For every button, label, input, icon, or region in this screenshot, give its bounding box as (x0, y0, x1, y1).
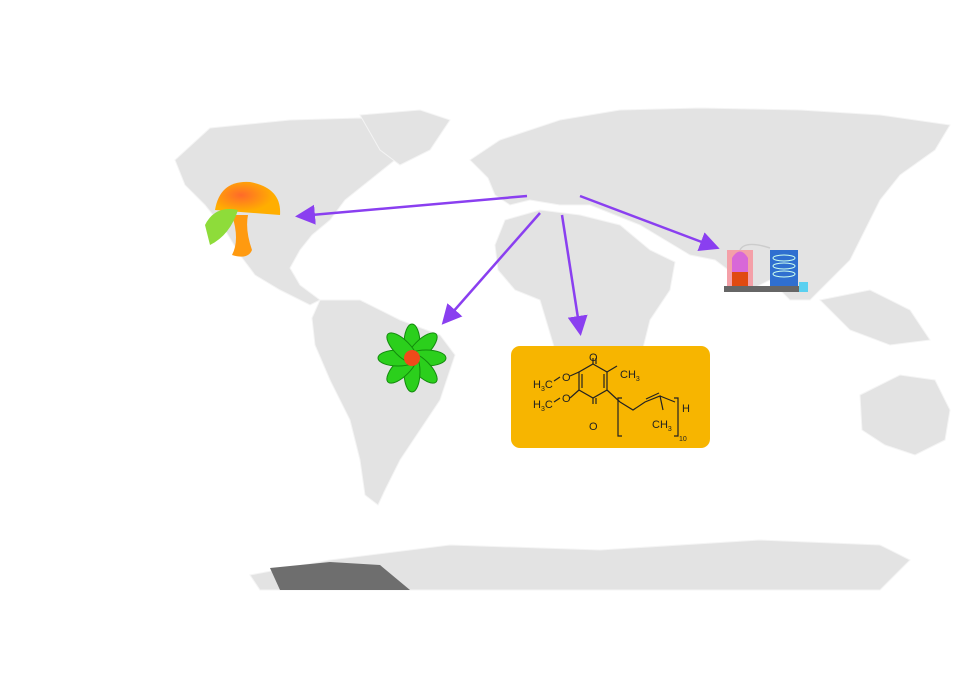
antarctica-highlight (270, 562, 410, 590)
terminal-h: H (682, 403, 690, 415)
arrow-to-north-america (295, 194, 528, 225)
greenland (359, 109, 451, 166)
oxygen-top-label: O (589, 352, 598, 364)
methyl-top: CH3 (620, 369, 640, 383)
arrow-to-molecule (560, 214, 588, 336)
methoxy-oxygen-1: O (562, 372, 571, 384)
oxygen-bottom-label: O (589, 421, 598, 433)
arrow-to-south-america (441, 212, 541, 325)
methoxy-oxygen-2: O (562, 393, 571, 405)
methoxy-h3c-2: H3C (533, 399, 553, 413)
mushroom-icon (205, 181, 281, 257)
australia (859, 374, 951, 456)
arrows (295, 194, 720, 336)
arrow-to-india (579, 194, 720, 252)
bioreactor-icon (724, 243, 808, 292)
antarctica (249, 539, 911, 591)
flower-icon (377, 323, 447, 393)
repeat-count: 10 (679, 436, 687, 443)
eurasia (469, 107, 951, 301)
southeast-asia (818, 289, 931, 346)
molecule-box (511, 346, 710, 448)
methoxy-h3c-1: H3C (533, 379, 553, 393)
methyl-chain: CH3 (652, 419, 672, 433)
